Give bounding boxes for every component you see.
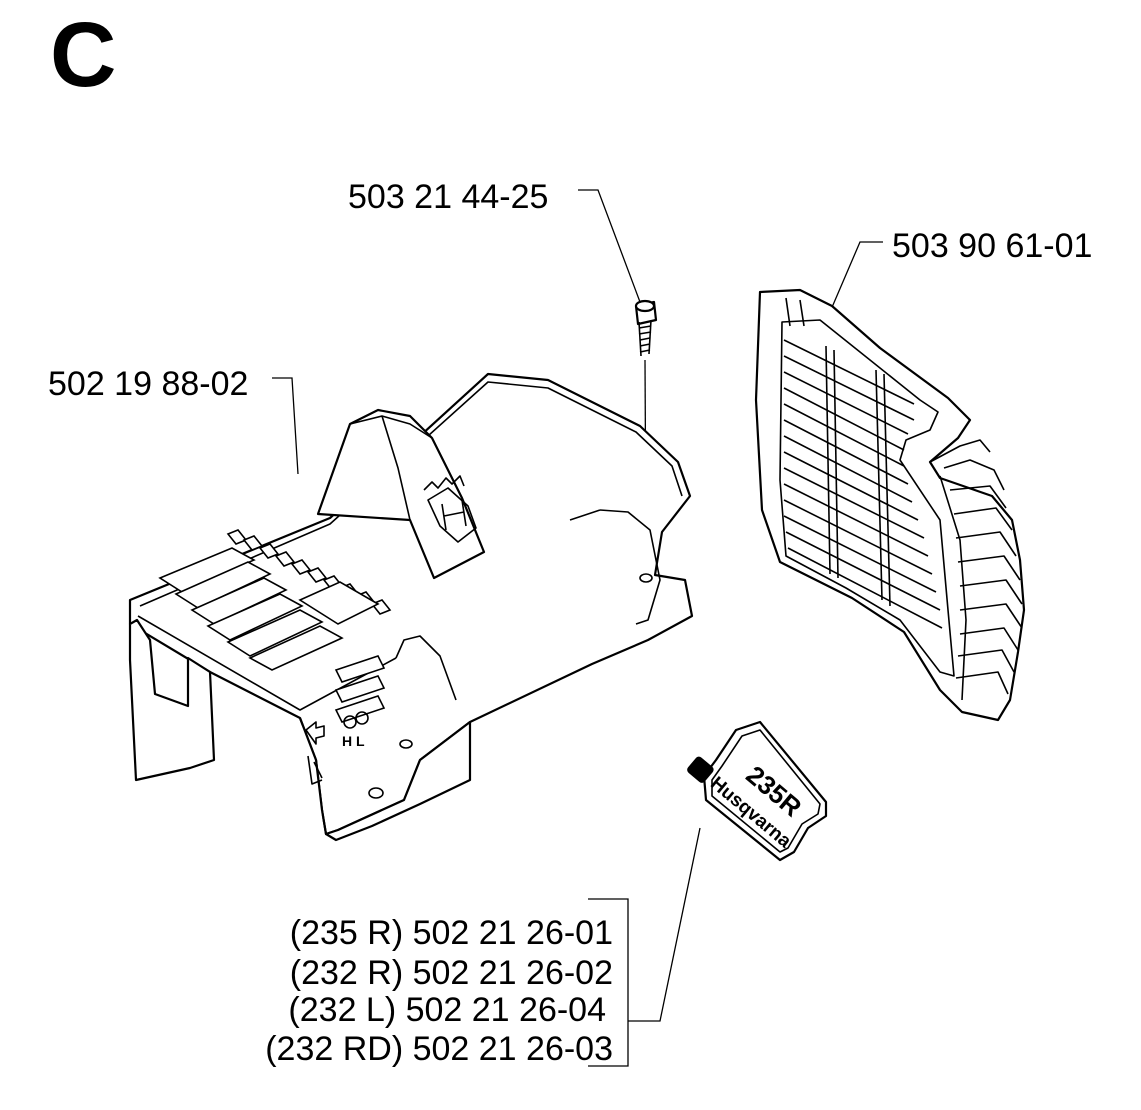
guard-slats (783, 339, 943, 629)
decal-logo-icon (687, 756, 714, 783)
leader-cover (272, 377, 299, 475)
guard-side-cage (929, 439, 1023, 701)
choke-icon (307, 755, 323, 785)
cover-vent-slots (158, 529, 392, 671)
leader-guard (829, 241, 883, 313)
arrow-icon (305, 721, 325, 745)
leader-decal-bracket (588, 898, 629, 1067)
decal-variant-list: (235 R) 502 21 26-01 (232 R) 502 21 26-0… (265, 914, 613, 1068)
adjust-screw-h-icon (343, 715, 357, 729)
decal-variant-2: (232 R) 502 21 26-02 (290, 954, 613, 992)
decal-variant-3: (232 L) 502 21 26-04 (288, 991, 606, 1029)
label-cover: 502 19 88-02 (48, 365, 248, 403)
leader-decal (628, 827, 701, 1022)
cover-side-marks: H L (305, 655, 386, 785)
leader-lines (272, 189, 883, 1067)
engine-cover-part: H L (128, 372, 694, 842)
decal-part: 235R Husqvarna (687, 720, 828, 862)
decal-variant-1: (235 R) 502 21 26-01 (290, 914, 613, 952)
label-screw: 503 21 44-25 (348, 178, 548, 216)
decal-variant-4: (232 RD) 502 21 26-03 (265, 1030, 613, 1068)
cover-logo-icon (423, 475, 477, 543)
leader-screw (578, 189, 641, 303)
section-letter: C (50, 4, 116, 106)
label-guard: 503 90 61-01 (892, 227, 1092, 265)
adjust-marking: H L (342, 733, 365, 749)
adjust-screw-l-icon (355, 711, 369, 725)
guard-part (754, 288, 1026, 722)
